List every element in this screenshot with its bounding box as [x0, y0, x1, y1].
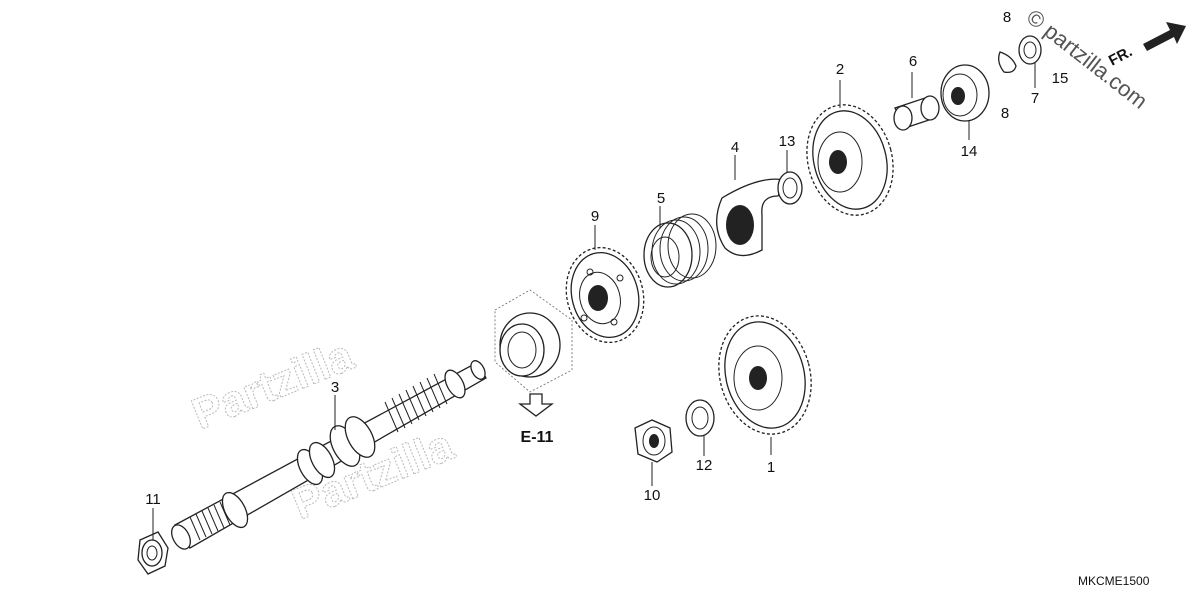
callout-2[interactable]: 2 [836, 61, 844, 78]
part-5-spring[interactable] [643, 213, 717, 288]
callout-9[interactable]: 9 [591, 208, 599, 225]
callout-5[interactable]: 5 [657, 190, 665, 207]
part-13-washer[interactable] [777, 171, 803, 205]
part-9-gear[interactable] [556, 239, 654, 351]
part-2-gear[interactable] [795, 95, 905, 225]
callout-13[interactable]: 13 [779, 133, 796, 150]
part-10-nut[interactable] [634, 419, 673, 463]
callout-3[interactable]: 3 [331, 379, 339, 396]
part-12-washer[interactable] [685, 399, 715, 437]
part-8-circlip[interactable] [998, 51, 1017, 74]
callout-10[interactable]: 10 [644, 487, 661, 504]
callout-11[interactable]: 11 [145, 491, 161, 508]
callout-8-top[interactable]: 8 [1003, 9, 1011, 26]
callout-4[interactable]: 4 [731, 139, 739, 156]
reference-label-e11[interactable]: E-11 [521, 429, 554, 446]
diagram-code: MKCME1500 [1078, 574, 1150, 588]
part-14-bearing[interactable] [940, 64, 990, 122]
front-indicator: FR. [1106, 22, 1186, 70]
callout-15[interactable]: 15 [1052, 70, 1069, 87]
callout-1[interactable]: 1 [767, 459, 775, 476]
reference-arrow [518, 393, 554, 417]
callout-12[interactable]: 12 [696, 457, 713, 474]
callout-14[interactable]: 14 [961, 143, 978, 160]
callout-8-lower[interactable]: 8 [1001, 105, 1009, 122]
callout-numbers: 1 2 3 4 5 6 7 8 8 9 10 11 12 13 14 15 [145, 9, 1068, 508]
part-4-cam[interactable] [716, 178, 786, 257]
front-arrow-icon [1143, 22, 1186, 51]
callout-6[interactable]: 6 [909, 53, 917, 70]
bearing-e11[interactable] [494, 289, 573, 393]
part-3-shaft[interactable] [168, 358, 488, 552]
part-7-washer[interactable] [1018, 35, 1042, 65]
part-1-gear[interactable] [706, 305, 824, 444]
leader-lines [152, 62, 1036, 540]
part-6-collar[interactable] [893, 95, 940, 131]
callout-7[interactable]: 7 [1031, 90, 1039, 107]
part-11-nut[interactable] [137, 531, 169, 575]
